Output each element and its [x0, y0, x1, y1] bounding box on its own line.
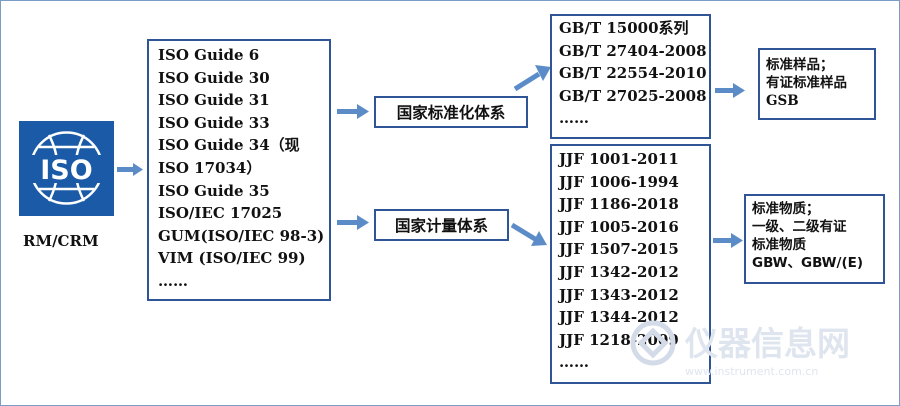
watermark-logo-icon: [630, 320, 676, 366]
watermark: 仪器信息网 www.instrument.com.cn: [623, 313, 878, 383]
jjf-item: JJF 1342-2012: [559, 262, 679, 281]
standard-item: GUM(ISO/IEC 98-3): [158, 226, 325, 245]
iso-logo: ISO: [19, 121, 114, 216]
jjf-item: JJF 1006-1994: [559, 172, 679, 191]
gsb-note-line: 标准样品；: [766, 57, 834, 73]
standard-item: ISO Guide 30: [158, 68, 270, 87]
jjf-item: JJF 1507-2015: [559, 240, 679, 259]
arrow-logo-to-list: [117, 163, 143, 176]
watermark-en-text: www.instrument.com.cn: [685, 365, 818, 378]
national-standardization-system-box: 国家标准化体系: [374, 96, 528, 128]
standard-item: ISO/IEC 17025: [158, 204, 283, 223]
arrow-metrology-to-jjf: [510, 222, 547, 246]
gsb-note-line: 有证标准样品: [766, 75, 847, 91]
gb-item: GB/T 15000系列: [559, 19, 689, 37]
standard-item: ISO Guide 34（现: [158, 136, 300, 155]
national-standardization-system-label: 国家标准化体系: [396, 104, 506, 122]
gb-item: ……: [559, 109, 589, 128]
arrow-standardization-to-gb: [513, 65, 551, 92]
iso-standards-box: ISO Guide 6 ISO Guide 30 ISO Guide 31 IS…: [147, 39, 331, 301]
gb-item: GB/T 27025-2008: [559, 86, 707, 105]
jjf-item: ……: [559, 353, 589, 372]
arrow-jjf-to-gbw: [713, 233, 743, 248]
gsb-note-box: 标准样品； 有证标准样品 GSB: [758, 48, 876, 120]
arrow-list-to-standardization: [337, 104, 369, 119]
gbw-note-line: 标准物质；: [752, 201, 820, 217]
gbw-note-box: 标准物质； 一级、二级有证 标准物质 GBW、GBW/(E): [744, 194, 885, 284]
gbw-note-line: 标准物质: [752, 237, 806, 253]
iso-logo-text: ISO: [40, 155, 92, 186]
jjf-item: JJF 1005-2016: [559, 217, 679, 236]
gb-item: GB/T 22554-2010: [559, 64, 707, 83]
gb-standards-box: GB/T 15000系列 GB/T 27404-2008 GB/T 22554-…: [550, 14, 711, 139]
standard-item: ISO Guide 33: [158, 113, 270, 132]
standard-item: VIM (ISO/IEC 99): [158, 249, 306, 268]
rm-crm-label: RM/CRM: [23, 232, 99, 250]
jjf-standards-box: JJF 1001-2011 JJF 1006-1994 JJF 1186-201…: [550, 144, 711, 384]
jjf-item: JJF 1186-2018: [559, 195, 679, 214]
standard-item: ISO Guide 31: [158, 91, 270, 110]
arrow-list-to-metrology: [337, 215, 369, 230]
national-metrology-system-box: 国家计量体系: [374, 209, 509, 241]
arrow-gb-to-gsb: [715, 83, 745, 98]
standard-item: ISO Guide 6: [158, 46, 260, 64]
standard-item: ISO Guide 35: [158, 181, 270, 200]
national-metrology-system-label: 国家计量体系: [394, 217, 488, 235]
jjf-item: JJF 1343-2012: [559, 285, 679, 304]
standard-item: ISO 17034）: [158, 158, 262, 177]
standard-item: ……: [158, 271, 188, 290]
gbw-note-line: 一级、二级有证: [752, 219, 847, 235]
watermark-cn-text: 仪器信息网: [684, 324, 850, 363]
gsb-note-line: GSB: [766, 93, 799, 109]
jjf-item: JJF 1001-2011: [559, 150, 679, 168]
gbw-note-line: GBW、GBW/(E): [752, 255, 864, 271]
gb-item: GB/T 27404-2008: [559, 41, 707, 60]
